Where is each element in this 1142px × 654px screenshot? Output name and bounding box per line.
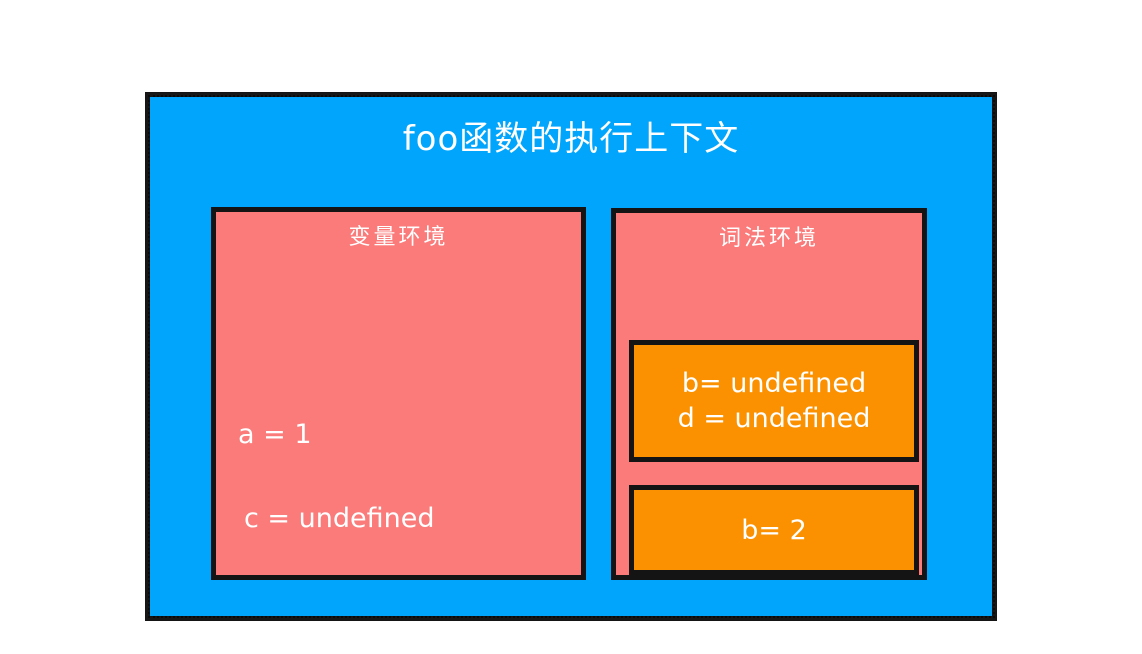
variable-environment-title: 变量环境 <box>348 225 449 250</box>
lexical-environment-panel: 词法环境 b= undefined d = undefined b= 2 <box>611 208 927 580</box>
variable-entry-a: a = 1 <box>238 419 312 450</box>
variable-entry-c: c = undefined <box>244 503 435 534</box>
execution-context-title: foo函数的执行上下文 <box>402 119 740 159</box>
lexical-record-block-hoisted: b= undefined d = undefined <box>629 340 919 462</box>
lexical-record-block-assigned: b= 2 <box>629 485 919 575</box>
lexical-entry-d-undefined: d = undefined <box>677 403 871 434</box>
lexical-environment-title: 词法环境 <box>718 226 819 251</box>
lexical-entry-b-two: b= 2 <box>741 514 807 546</box>
lexical-entry-b-undefined: b= undefined <box>681 368 867 399</box>
variable-environment-panel: 变量环境 a = 1 c = undefined <box>211 207 586 580</box>
execution-context-box: foo函数的执行上下文 变量环境 a = 1 c = undefined 词法环… <box>145 92 997 621</box>
